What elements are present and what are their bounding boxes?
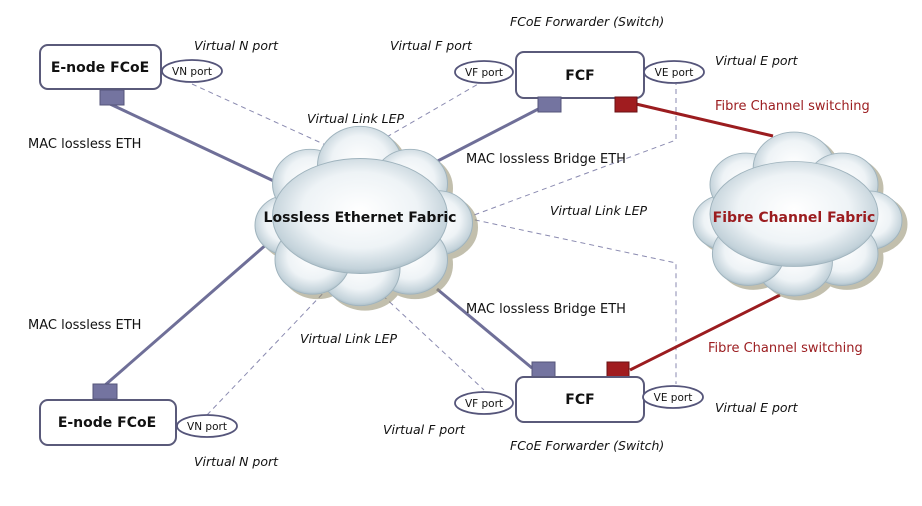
vf-port-top[interactable] (454, 60, 514, 84)
vn-port-top[interactable] (161, 59, 223, 83)
virtual-f-port-top-label: Virtual F port (390, 38, 473, 53)
eth-link-fcf-top (427, 102, 549, 168)
fcf-top-fc-port[interactable] (614, 96, 638, 113)
fcf-top-title: FCF (565, 68, 594, 84)
eth-link-fcf-bottom (436, 287, 533, 370)
eth-link-enode-top (109, 102, 279, 185)
virtual-link-mid-label: Virtual Link LEP (550, 203, 648, 218)
mac-bridge-top-label: MAC lossless Bridge ETH (466, 152, 626, 167)
fcf-bottom-eth-port[interactable] (531, 361, 556, 378)
vf-port-bottom[interactable] (454, 391, 514, 415)
virtual-e-port-top-label: Virtual E port (715, 53, 799, 68)
virtual-f-port-bottom-label: Virtual F port (383, 422, 466, 437)
fcoe-forwarder-bottom-label: FCoE Forwarder (Switch) (510, 438, 664, 453)
ve-port-top-label: VE port (655, 67, 694, 79)
ve-port-bottom-label: VE port (654, 392, 693, 404)
vn-port-top-label: VN port (172, 66, 212, 78)
fibre-channel-links (629, 102, 781, 372)
eth-link-enode-bottom (103, 241, 269, 388)
fcf-bottom[interactable]: FCF VF port VE port (454, 361, 704, 423)
virtual-link-top-label: Virtual Link LEP (307, 111, 405, 126)
fcoe-forwarder-top-label: FCoE Forwarder (Switch) (510, 14, 664, 29)
fibre-channel-fabric-label: Fibre Channel Fabric (713, 210, 876, 226)
virtual-n-port-bottom-label: Virtual N port (194, 454, 279, 469)
ethernet-links (103, 102, 549, 388)
fc-switching-bottom-label: Fibre Channel switching (708, 341, 863, 356)
ve-port-top[interactable] (643, 60, 705, 84)
enode-bottom[interactable]: E-node FCoE VN port (39, 383, 238, 446)
fcf-bottom-fc-port[interactable] (606, 361, 630, 378)
vn-port-bottom[interactable] (176, 414, 238, 438)
virtual-n-port-top-label: Virtual N port (194, 38, 279, 53)
mac-eth-bottom-label: MAC lossless ETH (28, 318, 141, 333)
virtual-e-port-bottom-label: Virtual E port (715, 400, 799, 415)
fcf-top[interactable]: FCF VF port VE port (454, 51, 705, 113)
enode-bottom-eth-port[interactable] (92, 383, 118, 400)
virtual-link-ethernet-to-ve-top (465, 84, 677, 219)
enode-bottom-box[interactable] (39, 399, 177, 446)
vf-port-top-label: VF port (465, 67, 503, 79)
enode-top[interactable]: E-node FCoE VN port (39, 44, 223, 106)
ethernet-fabric-label: Lossless Ethernet Fabric (264, 210, 457, 226)
enode-top-eth-port[interactable] (99, 89, 125, 106)
fcf-top-eth-port[interactable] (537, 96, 562, 113)
fc-link-top (635, 102, 774, 138)
enode-bottom-title: E-node FCoE (58, 415, 156, 431)
fcf-bottom-title: FCF (565, 392, 594, 408)
virtual-link-ethernet-to-ve-bottom (465, 217, 677, 384)
mac-eth-top-label: MAC lossless ETH (28, 137, 141, 152)
ve-port-bottom[interactable] (642, 385, 704, 409)
virtual-link-bottom-label: Virtual Link LEP (300, 331, 398, 346)
mac-bridge-bottom-label: MAC lossless Bridge ETH (466, 302, 626, 317)
vn-port-bottom-label: VN port (187, 421, 227, 433)
fc-link-bottom (629, 293, 781, 372)
annotations: FCoE Forwarder (Switch) Virtual N port V… (28, 14, 870, 469)
fc-switching-top-label: Fibre Channel switching (715, 99, 870, 114)
enode-top-title: E-node FCoE (51, 60, 149, 76)
enode-top-box[interactable] (39, 44, 162, 90)
vf-port-bottom-label: VF port (465, 398, 503, 410)
